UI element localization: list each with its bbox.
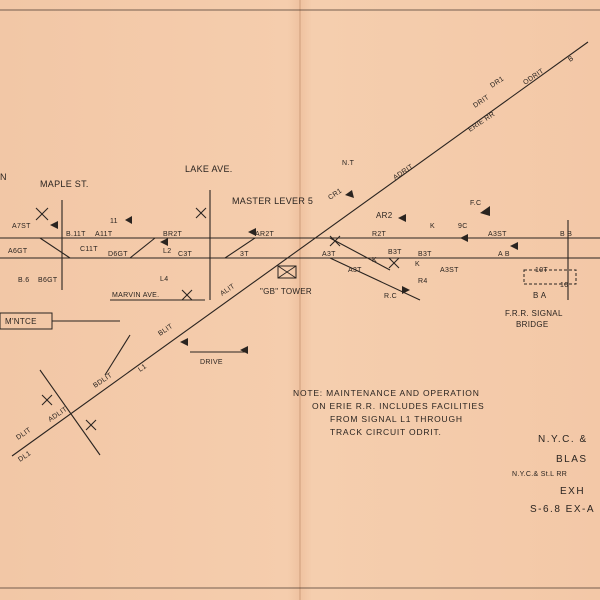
label-nt: N.T [342, 160, 355, 167]
crossing-markers [35, 207, 400, 431]
label-b11t: B.11T [66, 231, 86, 238]
label-marvin-ave: MARVIN AVE. [112, 292, 159, 299]
label-lake-ave: LAKE AVE. [185, 164, 233, 174]
label-a3t-2: A3T [348, 267, 362, 274]
label-odrit: ODRIT [522, 68, 546, 87]
label-a11t: A11T [95, 231, 113, 238]
label-b6: B.6 [18, 277, 29, 284]
note-line-4: TRACK CIRCUIT ODRIT. [330, 427, 442, 437]
label-master-lever: MASTER LEVER 5 [232, 196, 313, 206]
label-gb-tower: "GB" TOWER [260, 287, 312, 296]
label-erie-rr: ERIE RR [467, 111, 496, 134]
label-bb: B B [560, 231, 572, 238]
label-br2t: BR2T [163, 231, 183, 238]
label-k2: K [372, 257, 377, 264]
signal-head [50, 221, 58, 229]
label-d6gt: D6GT [108, 251, 128, 258]
lower-left-branch [39, 369, 101, 456]
label-a3st: A3ST [488, 231, 507, 238]
label-k1: K [430, 223, 435, 230]
label-fc: F.C [470, 200, 481, 207]
label-3t: 3T [240, 251, 249, 258]
label-l1: L1 [137, 363, 148, 373]
label-10t: 10T [535, 267, 548, 274]
signal-head [398, 214, 406, 222]
label-c11t: C11T [80, 246, 98, 253]
title-line-3: N.Y.C.& St.L RR [512, 471, 567, 478]
label-alit: ALIT [219, 283, 237, 298]
label-n-edge: N [0, 172, 7, 182]
lower-left-branch-2 [104, 334, 131, 376]
label-10: 10 [560, 282, 568, 289]
label-rc: R.C [384, 293, 397, 300]
label-blit: BLIT [157, 323, 175, 338]
label-maple-st: MAPLE ST. [40, 179, 89, 189]
label-bdlit: BDLIT [92, 372, 114, 390]
label-dl1: DL1 [17, 450, 32, 463]
label-r4: R4 [418, 278, 428, 285]
crossover-left-2 [129, 237, 156, 259]
label-ba: B A [533, 291, 547, 300]
signal-head [248, 228, 256, 236]
label-drive: DRIVE [200, 359, 223, 366]
label-dlit: DLIT [15, 426, 33, 441]
label-adrit: ADRIT [392, 163, 415, 182]
label-b3t-2: B3T [418, 251, 432, 258]
tower-box [277, 265, 297, 279]
label-r2t: R2T [372, 231, 387, 238]
signal-head [480, 206, 490, 216]
label-a7st: A7ST [12, 223, 31, 230]
crossover-track [329, 237, 391, 271]
label-mntce: M'NTCE [5, 317, 37, 326]
signal-head [402, 286, 410, 294]
label-a6gt: A6GT [8, 248, 28, 255]
signal-head [180, 338, 188, 346]
label-ab: A B [498, 251, 510, 258]
label-signal-bridge-1: F.R.R. SIGNAL [505, 309, 563, 318]
signal-head [345, 190, 354, 198]
signal-bridge-box [523, 269, 577, 285]
label-b3t-lower: A3ST [440, 267, 459, 274]
label-signal-bridge-2: BRIDGE [516, 320, 548, 329]
label-e-b: B [567, 55, 575, 64]
crossover-left-1 [39, 237, 71, 259]
title-line-2: BLAS [556, 454, 588, 465]
crossover-mid [224, 237, 256, 259]
label-k3: K [415, 261, 420, 268]
signal-head [125, 216, 132, 224]
label-11: 11 [110, 218, 118, 225]
label-l2: L2 [163, 248, 171, 255]
label-l4: L4 [160, 276, 168, 283]
signal-head [240, 346, 248, 354]
signal-head [510, 242, 518, 250]
label-cr1: CR1 [327, 188, 343, 202]
erie-diagonal-track [11, 41, 589, 457]
branch-track [329, 257, 421, 301]
label-adlit: ADLIT [47, 406, 69, 424]
label-ar2: AR2 [376, 211, 393, 220]
tower-x-2 [277, 265, 297, 279]
label-b6gt: B6GT [38, 277, 58, 284]
label-b3t-1: B3T [388, 249, 402, 256]
label-drit: DRIT [472, 94, 491, 110]
label-a3t: A3T [322, 251, 336, 258]
signal-heads [50, 190, 518, 354]
title-line-1: N.Y.C. & [538, 434, 588, 445]
label-dr1: DR1 [489, 76, 505, 90]
label-9c: 9C [458, 223, 468, 230]
note-line-2: ON ERIE R.R. INCLUDES FACILITIES [312, 401, 485, 411]
title-line-5: S-6.8 EX-A [530, 504, 595, 515]
signal-head [460, 234, 468, 242]
label-c3t: C3T [178, 251, 193, 258]
signal-head [160, 238, 168, 246]
title-line-4: EXH [560, 486, 585, 497]
track-lines [0, 41, 600, 457]
note-line-3: FROM SIGNAL L1 THROUGH [330, 414, 463, 424]
note-line-1: NOTE: MAINTENANCE AND OPERATION [293, 388, 480, 398]
label-ar2t: AR2T [255, 231, 275, 238]
